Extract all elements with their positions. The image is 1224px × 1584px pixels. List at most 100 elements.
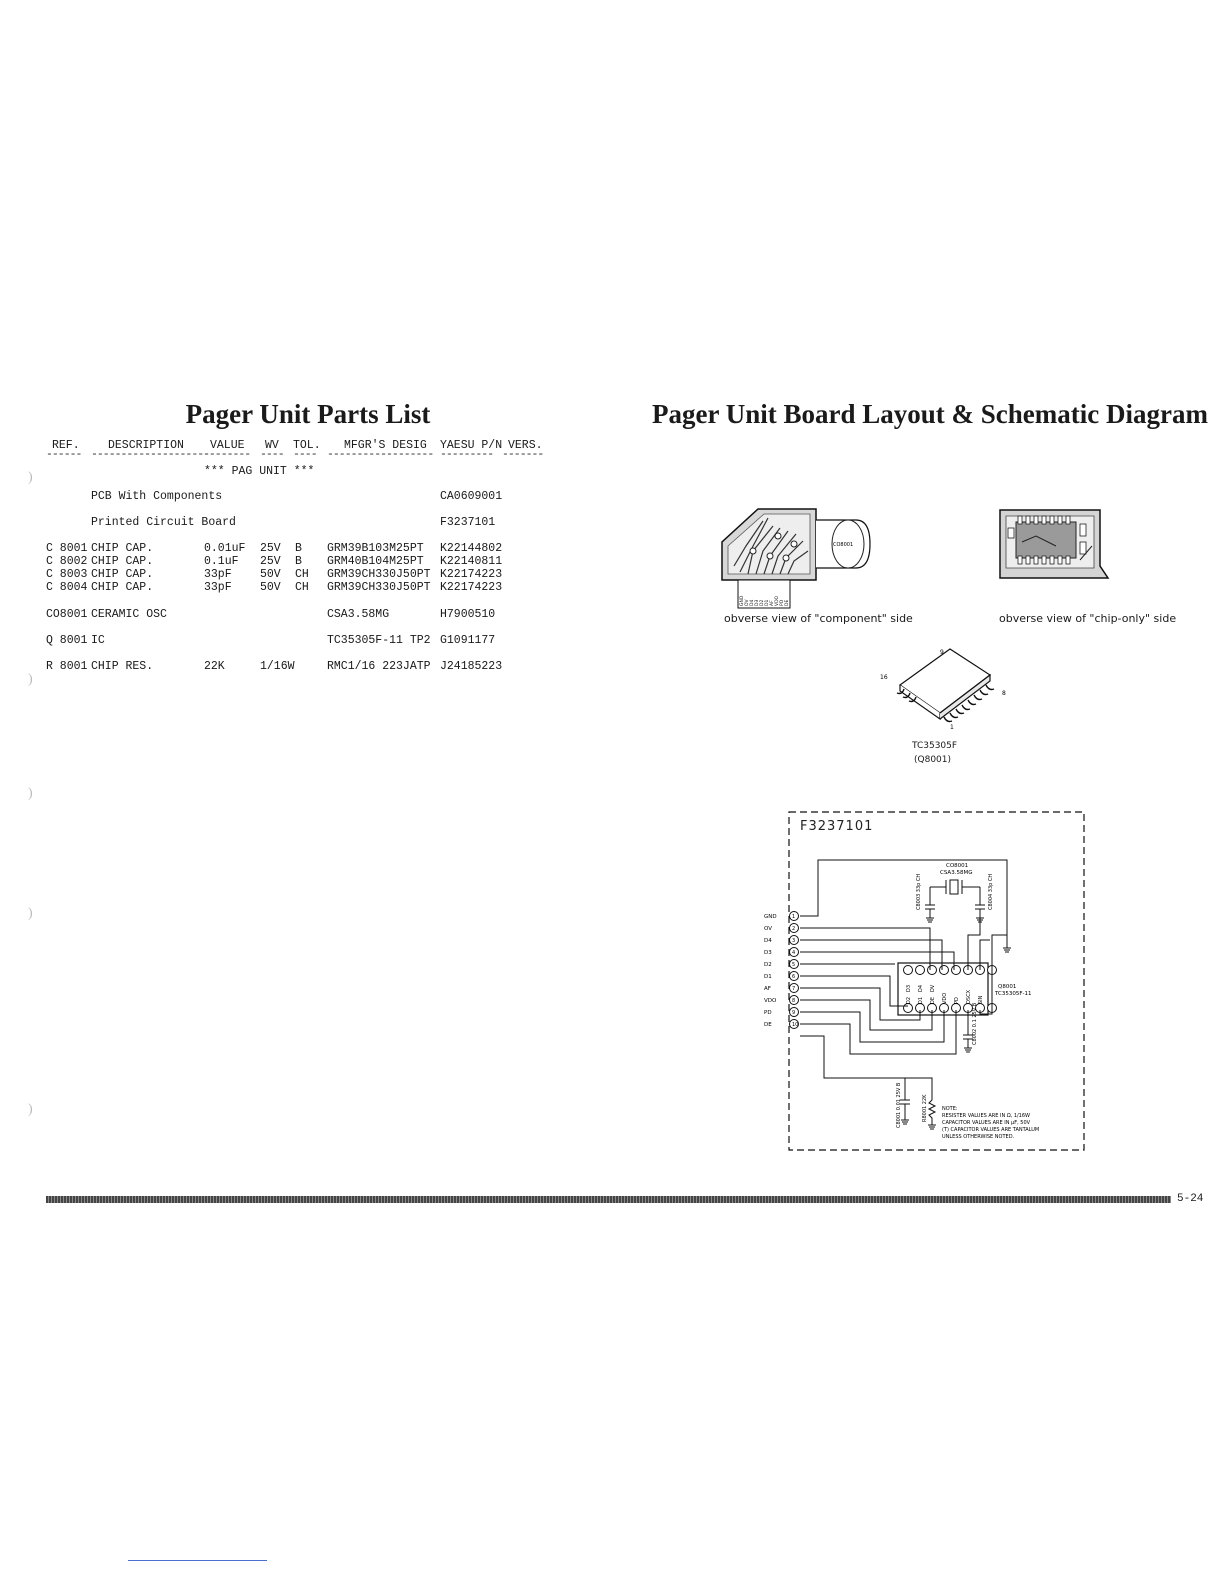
part-cell-mfgr: GRM40B104M25PT: [327, 555, 424, 568]
part-cell-yaesu: J24185223: [440, 660, 503, 673]
part-cell-desc: CHIP CAP.: [91, 581, 154, 594]
header-mfgr: MFGR'S DESIG: [344, 439, 427, 452]
note-line: (T) CAPACITOR VALUES ARE TANTALUM: [942, 1127, 1039, 1133]
note-line: RESISTER VALUES ARE IN Ω, 1/16W: [942, 1113, 1030, 1119]
schematic-board-label: F3237101: [800, 819, 873, 834]
ic-bottom-pin-label: D1: [918, 997, 924, 1004]
r8001-label: R8001 22K: [922, 1094, 928, 1122]
connector-pin-number: 1: [792, 914, 795, 920]
ic-pin-8-label: 8: [1002, 690, 1006, 697]
connector-pin-label: D2: [764, 962, 772, 968]
connector-pin-label: PD: [764, 1010, 772, 1016]
osc-ref-label: CO8001: [946, 863, 968, 869]
part-cell-desc: PCB With Components: [91, 490, 223, 503]
connector-pin: [789, 947, 799, 957]
part-cell-value: 22K: [204, 660, 225, 673]
c8004-label: C8004 33p CH: [988, 874, 994, 910]
ic-ref-schematic: Q8001: [998, 984, 1016, 990]
ic-pin: [903, 965, 913, 975]
header-tol: TOL.: [293, 439, 321, 452]
part-cell-desc: Printed Circuit Board: [91, 516, 236, 529]
part-cell-ref: C 8001: [46, 542, 88, 555]
header-rule: ----: [260, 448, 285, 461]
schematic-title: Pager Unit Board Layout & Schematic Diag…: [652, 399, 1208, 429]
ic-bottom-pin-label: PD: [954, 997, 960, 1004]
svg-text:VDO: VDO: [774, 595, 780, 606]
connector-pin-label: VDO: [764, 998, 777, 1004]
part-cell-yaesu: F3237101: [440, 516, 496, 529]
svg-text:PD: PD: [779, 599, 785, 606]
chip-side-board: [999, 509, 1110, 579]
ic-pin: [927, 965, 937, 975]
part-cell-value: 0.01uF: [204, 542, 246, 555]
ic-top-pin-label: DV: [930, 984, 936, 992]
connector-pin-number: 9: [792, 1010, 795, 1016]
header-rule: ----: [293, 448, 318, 461]
connector-pin: [789, 983, 799, 993]
part-cell-tol: CH: [295, 568, 309, 581]
page-footer-rule: [46, 1196, 1171, 1203]
svg-text:D1: D1: [764, 600, 770, 606]
part-cell-yaesu: K22140811: [440, 555, 503, 568]
svg-text:AF: AF: [769, 600, 775, 606]
connector-pin: [789, 971, 799, 981]
part-cell-mfgr: RMC1/16 223JATP: [327, 660, 431, 673]
part-cell-yaesu: H7900510: [440, 608, 496, 621]
chip-side-caption: obverse view of "chip-only" side: [999, 612, 1177, 625]
header-desc: DESCRIPTION: [108, 439, 184, 452]
part-cell-yaesu: K22174223: [440, 581, 503, 594]
part-cell-desc: CHIP CAP.: [91, 542, 154, 555]
note-line: UNLESS OTHERWISE NOTED.: [942, 1134, 1015, 1140]
ic-bottom-pin-label: VDO: [942, 993, 948, 1004]
svg-text:OV: OV: [744, 599, 750, 606]
part-cell-wv: 25V: [260, 542, 281, 555]
schematic-note: NOTE:RESISTER VALUES ARE IN Ω, 1/16WCAPA…: [942, 1106, 1039, 1140]
part-cell-tol: CH: [295, 581, 309, 594]
part-cell-value: 0.1uF: [204, 555, 239, 568]
connector-pin: [789, 935, 799, 945]
part-cell-mfgr: GRM39CH330J50PT: [327, 568, 431, 581]
header-yaesu: YAESU P/N: [440, 439, 503, 452]
ic-pin: [915, 965, 925, 975]
part-cell-yaesu: G1091177: [440, 634, 496, 647]
c8002-label: C8002 0.1 25V B: [972, 1002, 978, 1045]
connector-pin: [789, 1019, 799, 1029]
part-cell-value: 33pF: [204, 581, 232, 594]
connector-pin-label: D4: [764, 938, 772, 944]
part-cell-ref: Q 8001: [46, 634, 88, 647]
part-cell-ref: C 8003: [46, 568, 88, 581]
header-ref: REF.: [52, 439, 80, 452]
ic-package-icon: 16 9 8 1: [880, 648, 1006, 731]
unit-label: *** PAG UNIT ***: [204, 465, 315, 478]
header-wv: WV: [265, 439, 279, 452]
svg-text:D4: D4: [749, 600, 755, 606]
ic-ref-label: (Q8001): [914, 755, 952, 765]
part-cell-desc: IC: [91, 634, 105, 647]
ic-bottom-pin-label: SIN: [978, 995, 984, 1004]
ic-part-schematic: TC35305F-11: [994, 991, 1032, 997]
schematic-diagram: F3237101 CO8001 CSA3.58MG C8003 33p CH C…: [764, 811, 1085, 1151]
part-cell-mfgr: CSA3.58MG: [327, 608, 390, 621]
part-cell-yaesu: K22174223: [440, 568, 503, 581]
ic-pin-1-label: 1: [950, 724, 954, 731]
part-cell-desc: CERAMIC OSC: [91, 608, 167, 621]
note-line: CAPACITOR VALUES ARE IN μF, 50V: [942, 1120, 1031, 1126]
part-cell-ref: R 8001: [46, 660, 88, 673]
connector-pin: [789, 1007, 799, 1017]
parts-list-title: Pager Unit Parts List: [185, 399, 431, 429]
part-cell-tol: B: [295, 542, 302, 555]
ic-top-pin-label: D4: [918, 985, 924, 992]
connector-pin-number: 3: [792, 938, 795, 944]
part-cell-ref: CO8001: [46, 608, 88, 621]
connector-pin: [789, 911, 799, 921]
svg-text:D3: D3: [754, 600, 760, 606]
ic-part-label: TC35305F: [912, 741, 958, 751]
part-cell-tol: B: [295, 555, 302, 568]
header-rule: --------: [203, 448, 251, 461]
ic-pin: [951, 965, 961, 975]
part-cell-mfgr: GRM39CH330J50PT: [327, 581, 431, 594]
note-line: NOTE:: [942, 1106, 958, 1112]
header-rule: ------------------: [327, 448, 434, 461]
